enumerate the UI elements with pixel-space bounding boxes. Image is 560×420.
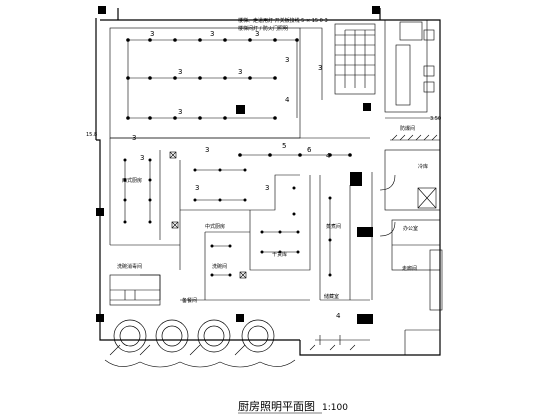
middle-wiring xyxy=(212,198,331,276)
room-label: 备餐间 xyxy=(182,297,197,304)
room-label: 防爆间 xyxy=(400,125,415,132)
circuit-num: 4 xyxy=(285,96,290,104)
room-labels: 楼梯、走道用灯 开关板接线 5 × 15 0 3 楼梯间灯 / 防火门照明 15… xyxy=(86,17,441,304)
bottom-corridor xyxy=(309,335,370,351)
room-label: 储藏室 xyxy=(324,293,339,300)
drawing-scale: 1:100 xyxy=(322,403,348,413)
equipment-block xyxy=(384,19,440,119)
room-label: 洗碗间 xyxy=(212,263,227,270)
left-kitchen xyxy=(109,138,181,301)
circuit-num: 3 xyxy=(265,184,269,192)
drawing-title-text: 厨房照明平面图 xyxy=(238,400,315,413)
lower-left-rooms xyxy=(109,274,161,306)
circuit-num: 5 xyxy=(282,142,286,150)
circuit-num: 3 xyxy=(150,30,154,38)
columns xyxy=(96,6,380,324)
upper-hall xyxy=(109,27,370,139)
note-top2: 楼梯间灯 / 防火门照明 xyxy=(238,25,288,32)
hall-fixtures xyxy=(126,38,352,157)
outer-walls xyxy=(95,8,441,356)
level-right: 3.50 xyxy=(430,116,441,122)
stair xyxy=(334,23,376,95)
circuit-num: 3 xyxy=(178,108,182,116)
room-label: 办公室 xyxy=(403,225,418,232)
room-label: 干货库 xyxy=(272,251,287,258)
room-label: 西式厨房 xyxy=(122,177,142,184)
circuit-num: 3 xyxy=(238,108,242,116)
left-kitchen-fixtures xyxy=(123,158,247,224)
circuit-num: 3 xyxy=(205,146,209,154)
circuit-num: 4 xyxy=(326,152,331,160)
round-booths xyxy=(104,319,296,368)
room-label: 中式厨房 xyxy=(205,223,225,230)
left-kitchen-wiring xyxy=(124,160,245,222)
circuit-num: 3 xyxy=(178,68,182,76)
right-edge-hatch xyxy=(390,134,440,141)
circuit-num: 3 xyxy=(285,56,289,64)
circuit-num: 3 xyxy=(255,30,259,38)
circuit-num: 3 xyxy=(210,30,214,38)
drawing-title: 厨房照明平面图 1:100 xyxy=(238,400,348,414)
room-label: 冷库 xyxy=(418,163,428,170)
circuit-num: 3 xyxy=(195,184,199,192)
circuit-num: 6 xyxy=(307,146,312,154)
hall-wiring xyxy=(127,39,350,156)
switch-boxes xyxy=(169,151,247,279)
circuit-num: 3 xyxy=(318,64,322,72)
level-left: 15.8 xyxy=(86,132,97,138)
circuit-num: 3 xyxy=(132,134,136,142)
circuit-numbers: 3 3 3 3 3 3 4 3 3 3 3 5 6 3 3 3 3 4 4 xyxy=(132,30,341,320)
circuit-num: 3 xyxy=(238,68,242,76)
room-label: 蒸煮间 xyxy=(326,223,341,230)
note-top: 楼梯、走道用灯 开关板接线 5 × 15 0 3 xyxy=(238,17,328,24)
room-label: 走廊间 xyxy=(402,265,417,272)
right-rooms xyxy=(379,149,443,355)
room-label: 洗碗消毒间 xyxy=(117,263,142,270)
middle-rooms xyxy=(180,172,373,301)
circuit-num: 3 xyxy=(140,154,144,162)
circuit-num: 4 xyxy=(336,312,341,320)
